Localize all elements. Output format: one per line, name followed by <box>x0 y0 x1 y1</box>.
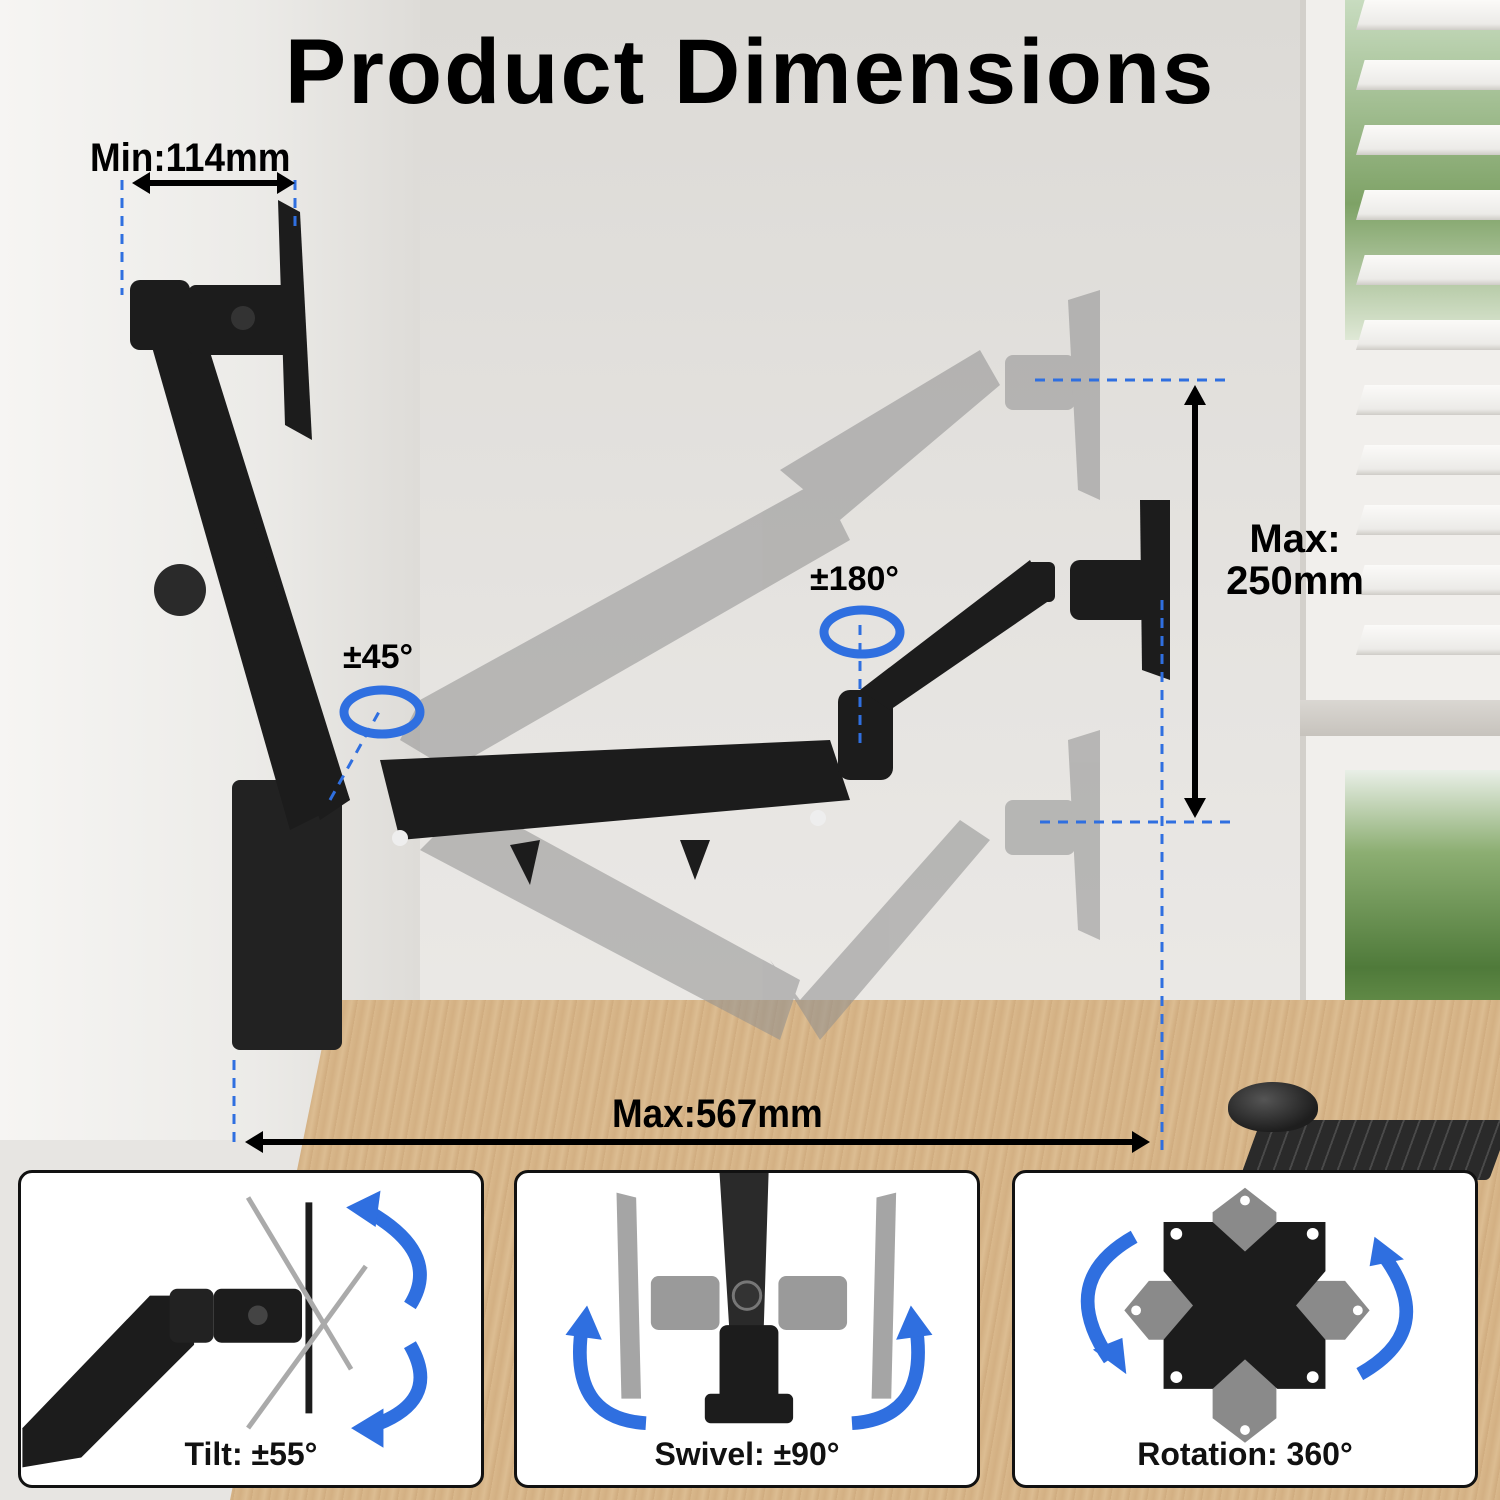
shoulder-rotation-label: ±45° <box>343 638 414 676</box>
rotate-180-icon <box>819 605 905 659</box>
window-blind-slat <box>1356 125 1500 155</box>
page-title: Product Dimensions <box>284 21 1216 123</box>
ghost-arm-lower <box>420 730 1100 1040</box>
rotation-illustration <box>1080 1187 1414 1443</box>
feature-panel-swivel: Swivel: ±90° <box>514 1170 980 1488</box>
max-height-label-line2: 250mm <box>1226 559 1364 603</box>
max-height-label: Max: 250mm <box>1210 518 1380 602</box>
window-blind-slat <box>1356 0 1500 30</box>
window-blind-slat <box>1356 625 1500 655</box>
window-sill <box>1300 700 1500 736</box>
window-blind-slat <box>1356 445 1500 475</box>
window-blind-slat <box>1356 565 1500 595</box>
elbow-rotation-label: ±180° <box>810 560 899 598</box>
ghost-arm-upper <box>400 290 1100 770</box>
max-height-label-line1: Max: <box>1249 517 1341 561</box>
window-blind-slat <box>1356 190 1500 220</box>
feature-panel-tilt: Tilt: ±55° <box>18 1170 484 1488</box>
computer-mouse <box>1228 1082 1318 1132</box>
monitor-arm-illustration <box>120 172 1230 1153</box>
window-blind-slat <box>1356 60 1500 90</box>
swivel-illustration <box>565 1173 933 1431</box>
rotate-45-icon <box>339 685 425 739</box>
rotation-caption: Rotation: 360° <box>1137 1436 1353 1472</box>
window-blind-slat <box>1356 255 1500 285</box>
side-wall <box>0 0 420 1140</box>
dimension-lines <box>120 180 1230 1150</box>
window-blind-slat <box>1356 505 1500 535</box>
black-arm-main <box>130 200 1170 1050</box>
window-blind-slat <box>1356 385 1500 415</box>
feature-panel-rotation: Rotation: 360° <box>1012 1170 1478 1488</box>
tilt-caption: Tilt: ±55° <box>184 1436 318 1472</box>
max-extension-label: Max:567mm <box>612 1092 823 1136</box>
dimension-arrows <box>132 172 1206 1153</box>
min-depth-label: Min:114mm <box>90 136 291 180</box>
swivel-caption: Swivel: ±90° <box>654 1436 840 1472</box>
window-blind-slat <box>1356 320 1500 350</box>
tilt-illustration <box>22 1190 428 1468</box>
